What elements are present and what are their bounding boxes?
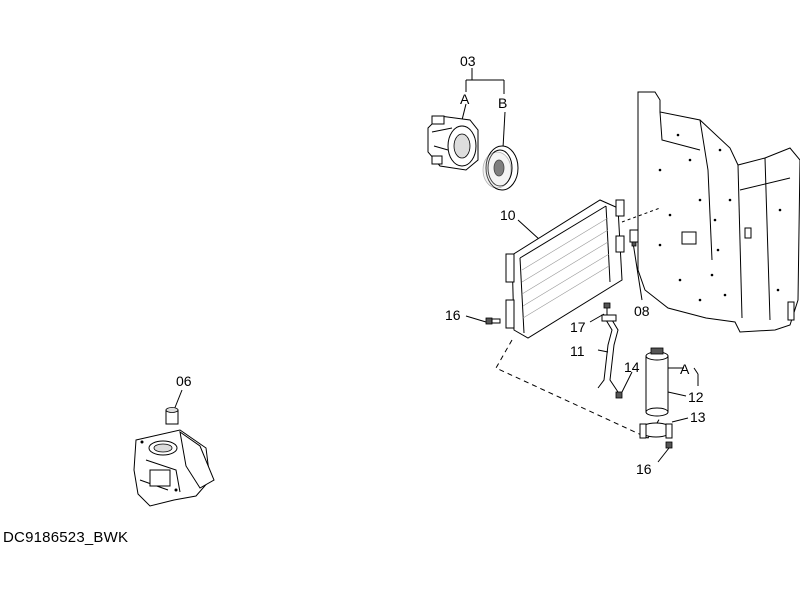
pulley-b <box>482 145 519 191</box>
drawing-code: DC9186523_BWK <box>3 529 129 546</box>
clamp-13 <box>639 417 689 439</box>
callout-16-left: 16 <box>445 307 461 323</box>
callout-17: 17 <box>570 319 586 335</box>
receiver-drier-12 <box>645 347 699 417</box>
bolt-16-left <box>465 315 501 325</box>
callout-13: 13 <box>690 409 706 425</box>
bolt-14 <box>615 371 633 399</box>
callout-11: 11 <box>570 343 585 359</box>
callout-10: 10 <box>500 207 516 223</box>
callout-14: 14 <box>624 359 640 375</box>
callout-a-compressor: A <box>460 91 470 107</box>
bracket-08 <box>621 207 661 301</box>
callout-16-bottom: 16 <box>636 461 652 477</box>
condenser-10 <box>505 199 625 339</box>
callout-b-pulley: B <box>498 95 507 111</box>
callout-08: 08 <box>634 303 650 319</box>
compressor-assembly <box>427 68 519 191</box>
callout-06: 06 <box>176 373 192 389</box>
pipe-11 <box>597 314 619 393</box>
callout-a-receiver: A <box>680 361 690 377</box>
callout-03: 03 <box>460 53 476 69</box>
callout-12: 12 <box>688 389 704 405</box>
compressor-a <box>427 115 479 171</box>
bolt-16-bottom <box>657 441 673 463</box>
mounting-frame <box>637 91 800 333</box>
valve-assembly-06 <box>133 389 215 507</box>
